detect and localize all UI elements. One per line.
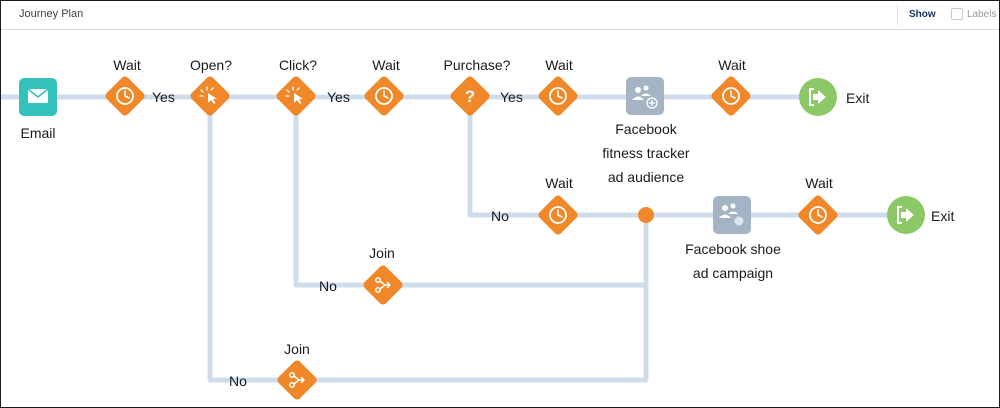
journey-header: Journey Plan Show Labels xyxy=(1,1,999,30)
join-node-1[interactable] xyxy=(362,264,404,306)
fb-shoe-label-line-1: Facebook shoe xyxy=(685,241,781,257)
join-icon xyxy=(289,372,305,388)
fb-tracker-label-line-1: Facebook xyxy=(615,121,677,137)
open-label: Open? xyxy=(190,57,232,73)
open-decision-node[interactable] xyxy=(189,75,231,117)
click-label: Click? xyxy=(279,57,317,73)
fb-tracker-label-line-2: fitness tracker xyxy=(602,145,689,161)
labels-toggle-label: Labels xyxy=(967,9,997,20)
edge-label-no-open: No xyxy=(229,373,247,389)
click-no-connector xyxy=(293,111,649,288)
cursor-click-icon xyxy=(199,86,217,104)
fb-shoe-label-line-2: ad campaign xyxy=(693,265,773,281)
exit-node-2[interactable] xyxy=(887,196,925,234)
audience-add-icon xyxy=(632,85,658,109)
connectors xyxy=(1,94,906,383)
clock-icon xyxy=(809,206,827,224)
wait-label-3: Wait xyxy=(545,57,573,73)
wait-label-4: Wait xyxy=(718,57,746,73)
open-no-connector xyxy=(207,111,649,383)
wait-label-6: Wait xyxy=(805,175,833,191)
clock-icon xyxy=(549,206,567,224)
wait-label-1: Wait xyxy=(113,57,141,73)
join-label-2: Join xyxy=(284,341,310,357)
wait-label-2: Wait xyxy=(372,57,400,73)
exit-icon xyxy=(897,206,914,224)
exit-label-1: Exit xyxy=(846,90,869,106)
question-icon: ? xyxy=(465,87,475,106)
wait-node-2[interactable] xyxy=(363,75,405,117)
click-decision-node[interactable] xyxy=(275,75,317,117)
wait-label-5: Wait xyxy=(545,175,573,191)
edge-label-yes-1: Yes xyxy=(152,89,175,105)
purchase-decision-node[interactable]: ? xyxy=(449,75,491,117)
join-icon xyxy=(375,277,391,293)
facebook-audience-node[interactable] xyxy=(626,77,664,115)
clock-icon xyxy=(549,87,567,105)
edge-label-yes-2: Yes xyxy=(327,89,350,105)
wait-node-6[interactable] xyxy=(797,194,839,236)
email-node[interactable] xyxy=(19,78,57,116)
wait-node-1[interactable] xyxy=(104,75,146,117)
edge-label-no-purchase: No xyxy=(491,208,509,224)
email-label: Email xyxy=(20,125,55,141)
purchase-label: Purchase? xyxy=(444,57,511,73)
wait-node-3[interactable] xyxy=(537,75,579,117)
edge-label-no-click: No xyxy=(319,278,337,294)
wait-node-4[interactable] xyxy=(710,75,752,117)
facebook-campaign-node[interactable] xyxy=(713,196,751,234)
show-label: Show xyxy=(909,9,936,20)
join-node-2[interactable] xyxy=(276,359,318,401)
merge-point[interactable] xyxy=(638,207,654,223)
header-divider xyxy=(897,5,898,25)
exit-node-1[interactable] xyxy=(799,78,837,116)
clock-icon xyxy=(375,87,393,105)
fb-tracker-label-line-3: ad audience xyxy=(608,169,685,185)
exit-icon xyxy=(809,88,826,106)
page-title: Journey Plan xyxy=(19,8,84,20)
email-icon xyxy=(27,88,49,103)
labels-checkbox[interactable] xyxy=(951,8,963,20)
join-label-1: Join xyxy=(369,245,395,261)
clock-icon xyxy=(722,87,740,105)
exit-label-2: Exit xyxy=(931,208,954,224)
edge-label-yes-3: Yes xyxy=(500,89,523,105)
audience-icon xyxy=(719,203,744,226)
wait-node-5[interactable] xyxy=(537,194,579,236)
cursor-click-icon xyxy=(285,86,303,104)
purchase-no-connector xyxy=(467,111,906,218)
clock-icon xyxy=(116,87,134,105)
